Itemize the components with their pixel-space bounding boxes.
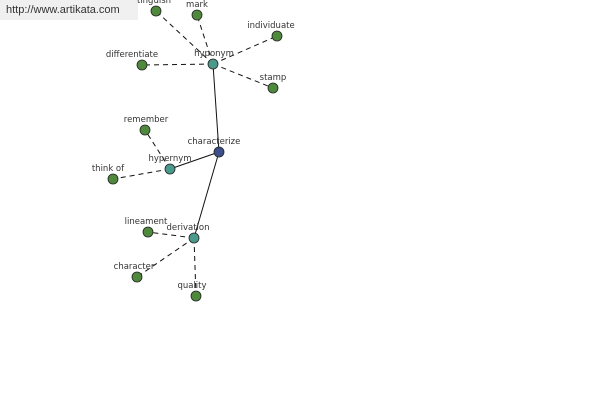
edge-characterize-hyponym: [212, 63, 220, 153]
node-dot-characterize[interactable]: [213, 146, 225, 158]
edge-hyponym-distinguish: [155, 10, 214, 65]
watermark-url: http://www.artikata.com: [0, 0, 138, 20]
node-dot-stamp[interactable]: [267, 82, 279, 94]
node-hyponym[interactable]: hyponym: [194, 49, 234, 70]
node-label-individuate: individuate: [247, 21, 294, 31]
node-label-derivation: derivation: [166, 223, 209, 233]
node-think-of[interactable]: think of: [92, 164, 125, 185]
node-stamp[interactable]: stamp: [260, 73, 287, 94]
node-hypernym[interactable]: hypernym: [148, 154, 192, 175]
node-derivation[interactable]: derivation: [166, 223, 210, 244]
node-label-stamp: stamp: [260, 73, 287, 83]
node-label-distinguish: tinguish: [137, 0, 171, 6]
node-label-character: character: [114, 262, 155, 272]
node-dot-derivation[interactable]: [188, 232, 200, 244]
edge-hypernym-remember: [144, 129, 171, 170]
node-dot-remember[interactable]: [139, 124, 151, 136]
node-label-think-of: think of: [92, 164, 125, 174]
node-label-remember: remember: [124, 115, 169, 125]
edge-characterize-hypernym: [169, 151, 220, 170]
edge-derivation-quality: [193, 237, 197, 297]
node-label-lineament: lineament: [125, 217, 168, 227]
node-distinguish[interactable]: tinguish: [137, 0, 171, 17]
node-dot-character[interactable]: [131, 271, 143, 283]
node-label-quality: quality: [177, 281, 206, 291]
node-dot-lineament[interactable]: [142, 226, 154, 238]
edge-characterize-derivation: [193, 151, 220, 239]
edge-derivation-lineament: [147, 231, 195, 239]
edge-hyponym-individuate: [212, 35, 278, 65]
graph-edges: [112, 10, 278, 297]
node-label-hypernym: hypernym: [148, 154, 191, 164]
node-dot-distinguish[interactable]: [150, 5, 162, 17]
node-label-mark: mark: [186, 0, 208, 10]
node-mark[interactable]: mark: [186, 0, 208, 21]
node-dot-think-of[interactable]: [107, 173, 119, 185]
node-dot-hypernym[interactable]: [164, 163, 176, 175]
node-remember[interactable]: remember: [124, 115, 169, 136]
node-label-hyponym: hyponym: [194, 49, 234, 59]
node-dot-differentiate[interactable]: [136, 59, 148, 71]
node-individuate[interactable]: individuate: [247, 21, 295, 42]
node-differentiate[interactable]: differentiate: [106, 50, 158, 71]
graph-nodes: characterize hyponym hypernym derivation tin…: [92, 0, 295, 302]
node-dot-mark[interactable]: [191, 9, 203, 21]
node-lineament[interactable]: lineament: [125, 217, 168, 238]
edge-hyponym-differentiate: [141, 63, 214, 66]
node-label-characterize: characterize: [188, 137, 241, 147]
node-dot-hyponym[interactable]: [207, 58, 219, 70]
node-dot-individuate[interactable]: [271, 30, 283, 42]
node-characterize[interactable]: characterize: [188, 137, 241, 158]
edge-hyponym-stamp: [212, 63, 274, 89]
node-dot-quality[interactable]: [190, 290, 202, 302]
node-character[interactable]: character: [114, 262, 155, 283]
edge-derivation-character: [136, 237, 195, 278]
node-quality[interactable]: quality: [177, 281, 207, 302]
node-label-differentiate: differentiate: [106, 50, 158, 60]
edge-hypernym-think-of: [112, 168, 171, 180]
